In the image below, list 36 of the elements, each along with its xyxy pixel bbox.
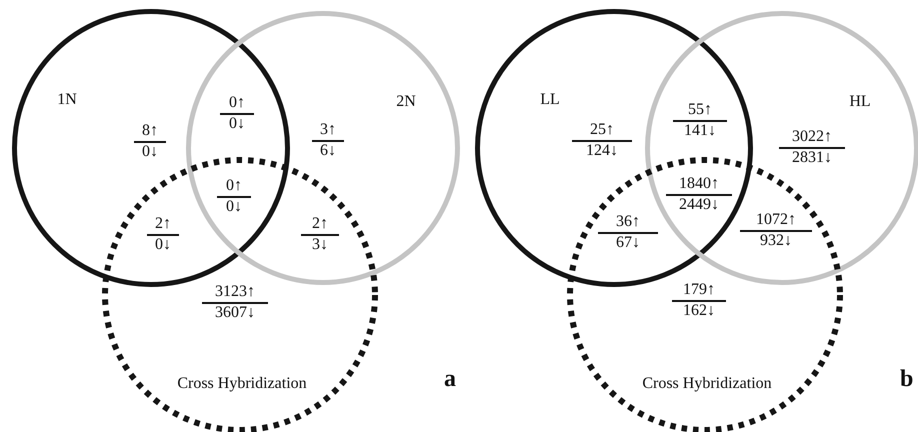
region-count: 2831↓ (792, 149, 832, 167)
region-count: 0↑ (229, 94, 245, 112)
set-label: 1N (56, 90, 78, 110)
region-count: 6↓ (320, 142, 336, 160)
region-count: 25↑ (590, 121, 614, 139)
region-count: 3↑ (320, 121, 336, 139)
region-count: 67↓ (616, 234, 640, 252)
set-label: 2N (395, 92, 417, 112)
region-count: 55↑ (688, 101, 712, 119)
region-count: 932↓ (760, 232, 792, 250)
set-label: HL (848, 92, 872, 112)
region-count: 3↓ (312, 236, 328, 254)
region-count: 0↓ (226, 198, 242, 216)
region-count: 0↓ (155, 236, 171, 254)
region-count: 2↑ (312, 215, 328, 233)
panel-letter: a (444, 366, 456, 393)
region-count: 1072↑ (756, 211, 796, 229)
region-count: 1840↑ (679, 175, 719, 193)
region-count: 36↑ (616, 213, 640, 231)
region-count: 179↑ (683, 281, 715, 299)
set-label: Cross Hybridization (641, 374, 773, 394)
region-count: 8↑ (142, 122, 158, 140)
region-count: 2↑ (155, 215, 171, 233)
region-count: 3022↑ (792, 128, 832, 146)
region-count: 2449↓ (679, 196, 719, 214)
region-count: 3123↑ (215, 283, 255, 301)
region-count: 162↓ (683, 302, 715, 320)
region-count: 124↓ (586, 142, 618, 160)
region-count: 0↓ (229, 115, 245, 133)
region-count: 3607↓ (215, 304, 255, 322)
set-label: Cross Hybridization (176, 374, 308, 394)
set-label: LL (539, 90, 561, 110)
region-count: 0↑ (226, 177, 242, 195)
region-count: 141↓ (684, 122, 716, 140)
region-count: 0↓ (142, 143, 158, 161)
panel-letter: b (900, 366, 914, 393)
